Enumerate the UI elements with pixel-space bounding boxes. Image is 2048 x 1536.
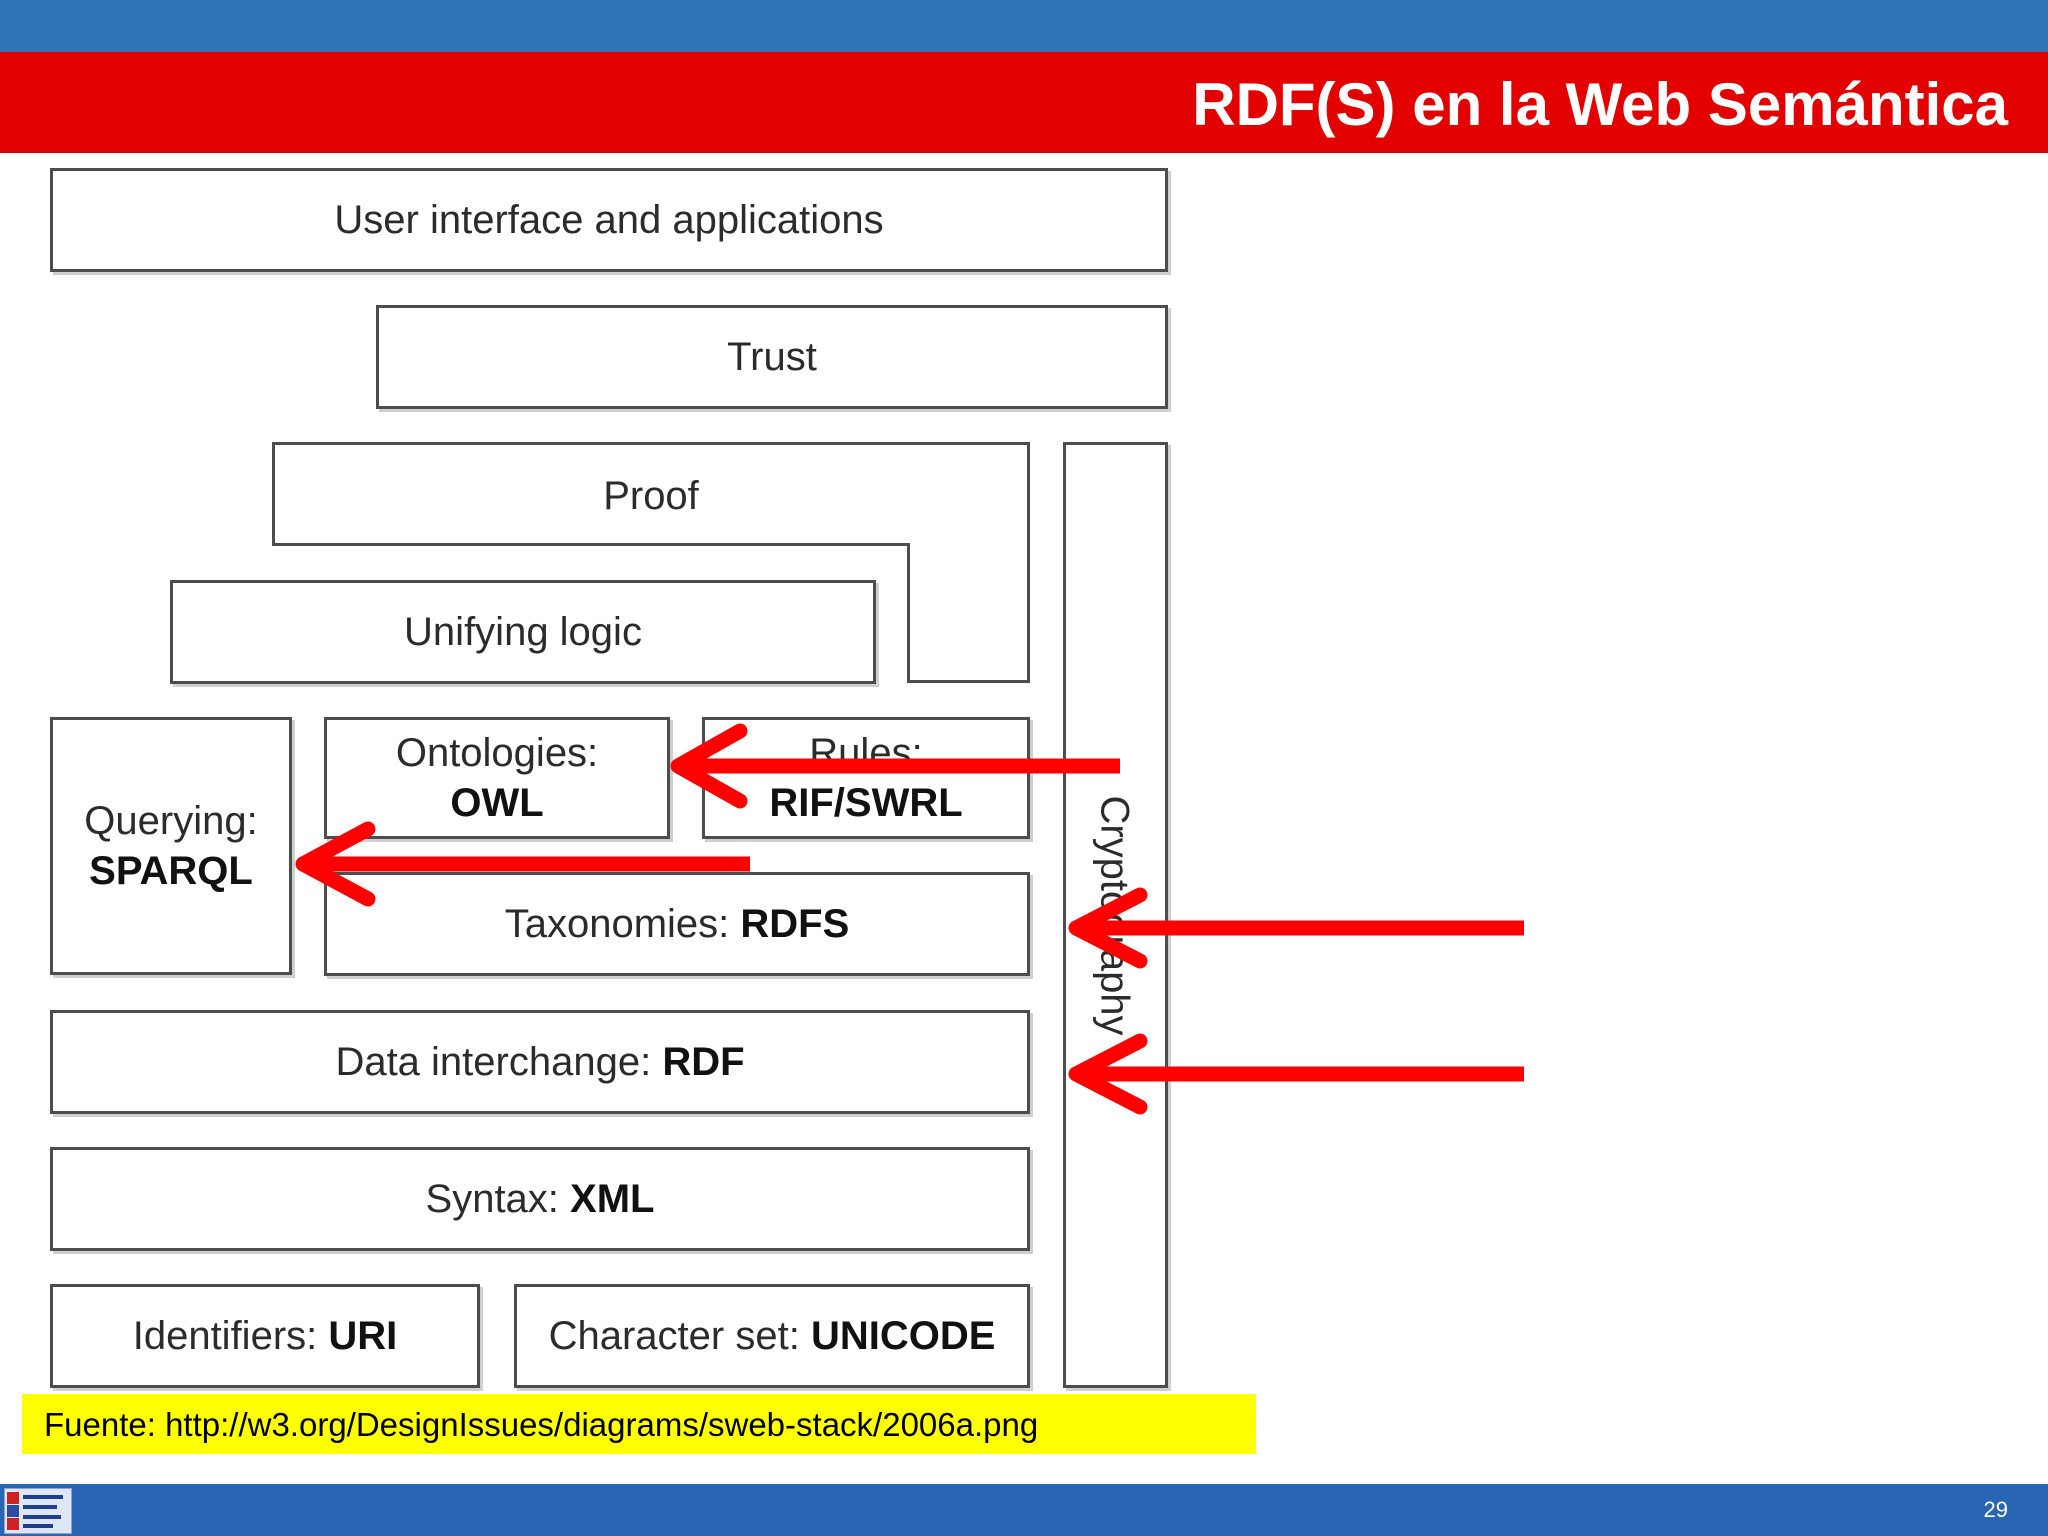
layer-identifiers: Identifiers: URI <box>50 1284 480 1388</box>
layer-syntax-value: XML <box>570 1177 655 1221</box>
layer-user-interface-label: User interface and applications <box>334 198 884 242</box>
top-band <box>0 0 2048 52</box>
layer-unifying-logic: Unifying logic <box>170 580 876 684</box>
layer-proof-extension-gap <box>910 536 1027 546</box>
layer-syntax: Syntax: XML <box>50 1147 1030 1251</box>
layer-charset-text: Character set: UNICODE <box>549 1311 996 1361</box>
layer-querying: Querying: SPARQL <box>50 717 292 975</box>
layer-syntax-text: Syntax: XML <box>426 1174 655 1224</box>
layer-user-interface: User interface and applications <box>50 168 1168 272</box>
layer-rules-label: Rules: <box>809 731 923 775</box>
layer-taxonomies: Taxonomies: RDFS <box>324 872 1030 976</box>
layer-charset-label: Character set: <box>548 1314 800 1358</box>
source-text: Fuente: http://w3.org/DesignIssues/diagr… <box>44 1406 1039 1443</box>
layer-data-interchange-label: Data interchange: <box>335 1040 652 1084</box>
layer-proof-label: Proof <box>603 473 699 518</box>
layer-identifiers-text: Identifiers: URI <box>133 1311 398 1361</box>
layer-rules: Rules: RIF/SWRL <box>702 717 1030 839</box>
page-number: 29 <box>1983 1497 2008 1522</box>
layer-taxonomies-text: Taxonomies: RDFS <box>505 899 850 949</box>
layer-rules-value: RIF/SWRL <box>769 781 963 825</box>
layer-ontologies-label: Ontologies: <box>395 731 599 775</box>
ontology-engineering-group-logo-icon <box>4 1488 72 1534</box>
layer-data-interchange-value: RDF <box>662 1040 745 1084</box>
layer-proof: Proof <box>272 442 1030 546</box>
layer-ontologies: Ontologies: OWL <box>324 717 670 839</box>
layer-charset: Character set: UNICODE <box>514 1284 1030 1388</box>
layer-trust-label: Trust <box>727 335 817 379</box>
title-bar: RDF(S) en la Web Semántica <box>0 52 2048 153</box>
layer-proof-bottom-edge <box>272 543 910 546</box>
slide-title: RDF(S) en la Web Semántica <box>1192 71 2008 138</box>
layer-unifying-logic-label: Unifying logic <box>404 610 642 654</box>
layer-charset-value: UNICODE <box>810 1314 996 1358</box>
layer-querying-value: SPARQL <box>89 849 253 893</box>
layer-syntax-label: Syntax: <box>425 1177 559 1221</box>
layer-data-interchange-text: Data interchange: RDF <box>335 1037 744 1087</box>
layer-trust: Trust <box>376 305 1168 409</box>
layer-data-interchange: Data interchange: RDF <box>50 1010 1030 1114</box>
layer-taxonomies-label: Taxonomies: <box>504 902 730 946</box>
source-caption: Fuente: http://w3.org/DesignIssues/diagr… <box>22 1394 1256 1454</box>
footer-bar: 29 <box>0 1484 2048 1536</box>
layer-ontologies-value: OWL <box>450 781 544 825</box>
layer-cryptography-label: Cryptography <box>1092 794 1137 1036</box>
layer-identifiers-value: URI <box>328 1314 398 1358</box>
layer-cryptography-label-wrap: Cryptography <box>1063 445 1165 1385</box>
layer-taxonomies-value: RDFS <box>740 902 850 946</box>
layer-proof-extension <box>907 543 1030 683</box>
layer-querying-label: Querying: <box>84 799 258 843</box>
layer-identifiers-label: Identifiers: <box>132 1314 318 1358</box>
